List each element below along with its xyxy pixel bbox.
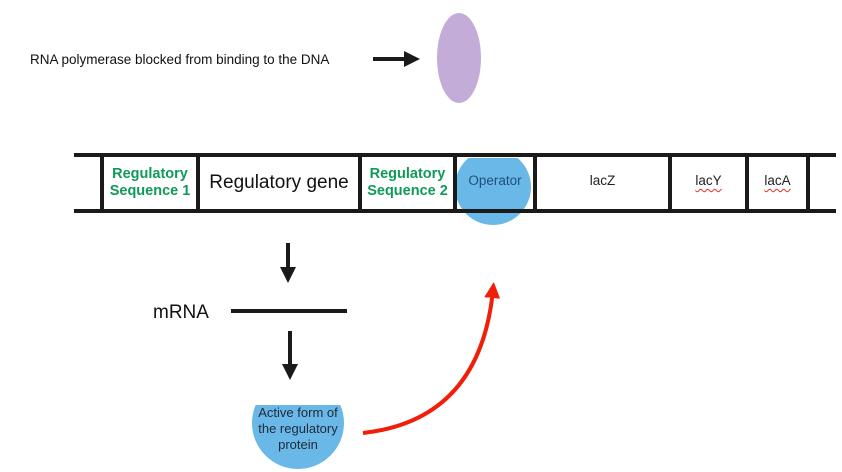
segment-label: lacZ: [589, 173, 616, 188]
binding-arrow: [362, 282, 501, 435]
segment-lacy: lacY: [668, 155, 745, 211]
segment-label: Operator: [468, 173, 522, 188]
rna-polymerase-shape: [437, 13, 481, 103]
segment-label: lacA: [764, 173, 791, 188]
segment-label: Regulatory: [112, 166, 188, 182]
regulatory-protein-label: Active form of the regulatory protein: [258, 405, 338, 452]
segment-label: lacY: [695, 173, 722, 188]
segment-regulatory-gene: Regulatory gene: [196, 155, 358, 211]
mrna-label: mRNA: [153, 302, 209, 323]
segment-lacz: lacZ: [533, 155, 668, 211]
segment-laca: lacA: [745, 155, 810, 211]
caption-text: RNA polymerase blocked from binding to t…: [30, 52, 330, 67]
segment-label: Sequence 2: [367, 183, 448, 199]
regulatory-protein-shape: [252, 405, 344, 469]
segment-label: Regulatory: [369, 166, 446, 182]
segment-operator: Operator: [453, 155, 533, 211]
bound-repressor-shape: [455, 158, 531, 225]
dna-strand-bottom: [74, 209, 836, 213]
segment-label: Regulatory gene: [209, 172, 349, 193]
segment-label: Sequence 1: [109, 183, 191, 199]
